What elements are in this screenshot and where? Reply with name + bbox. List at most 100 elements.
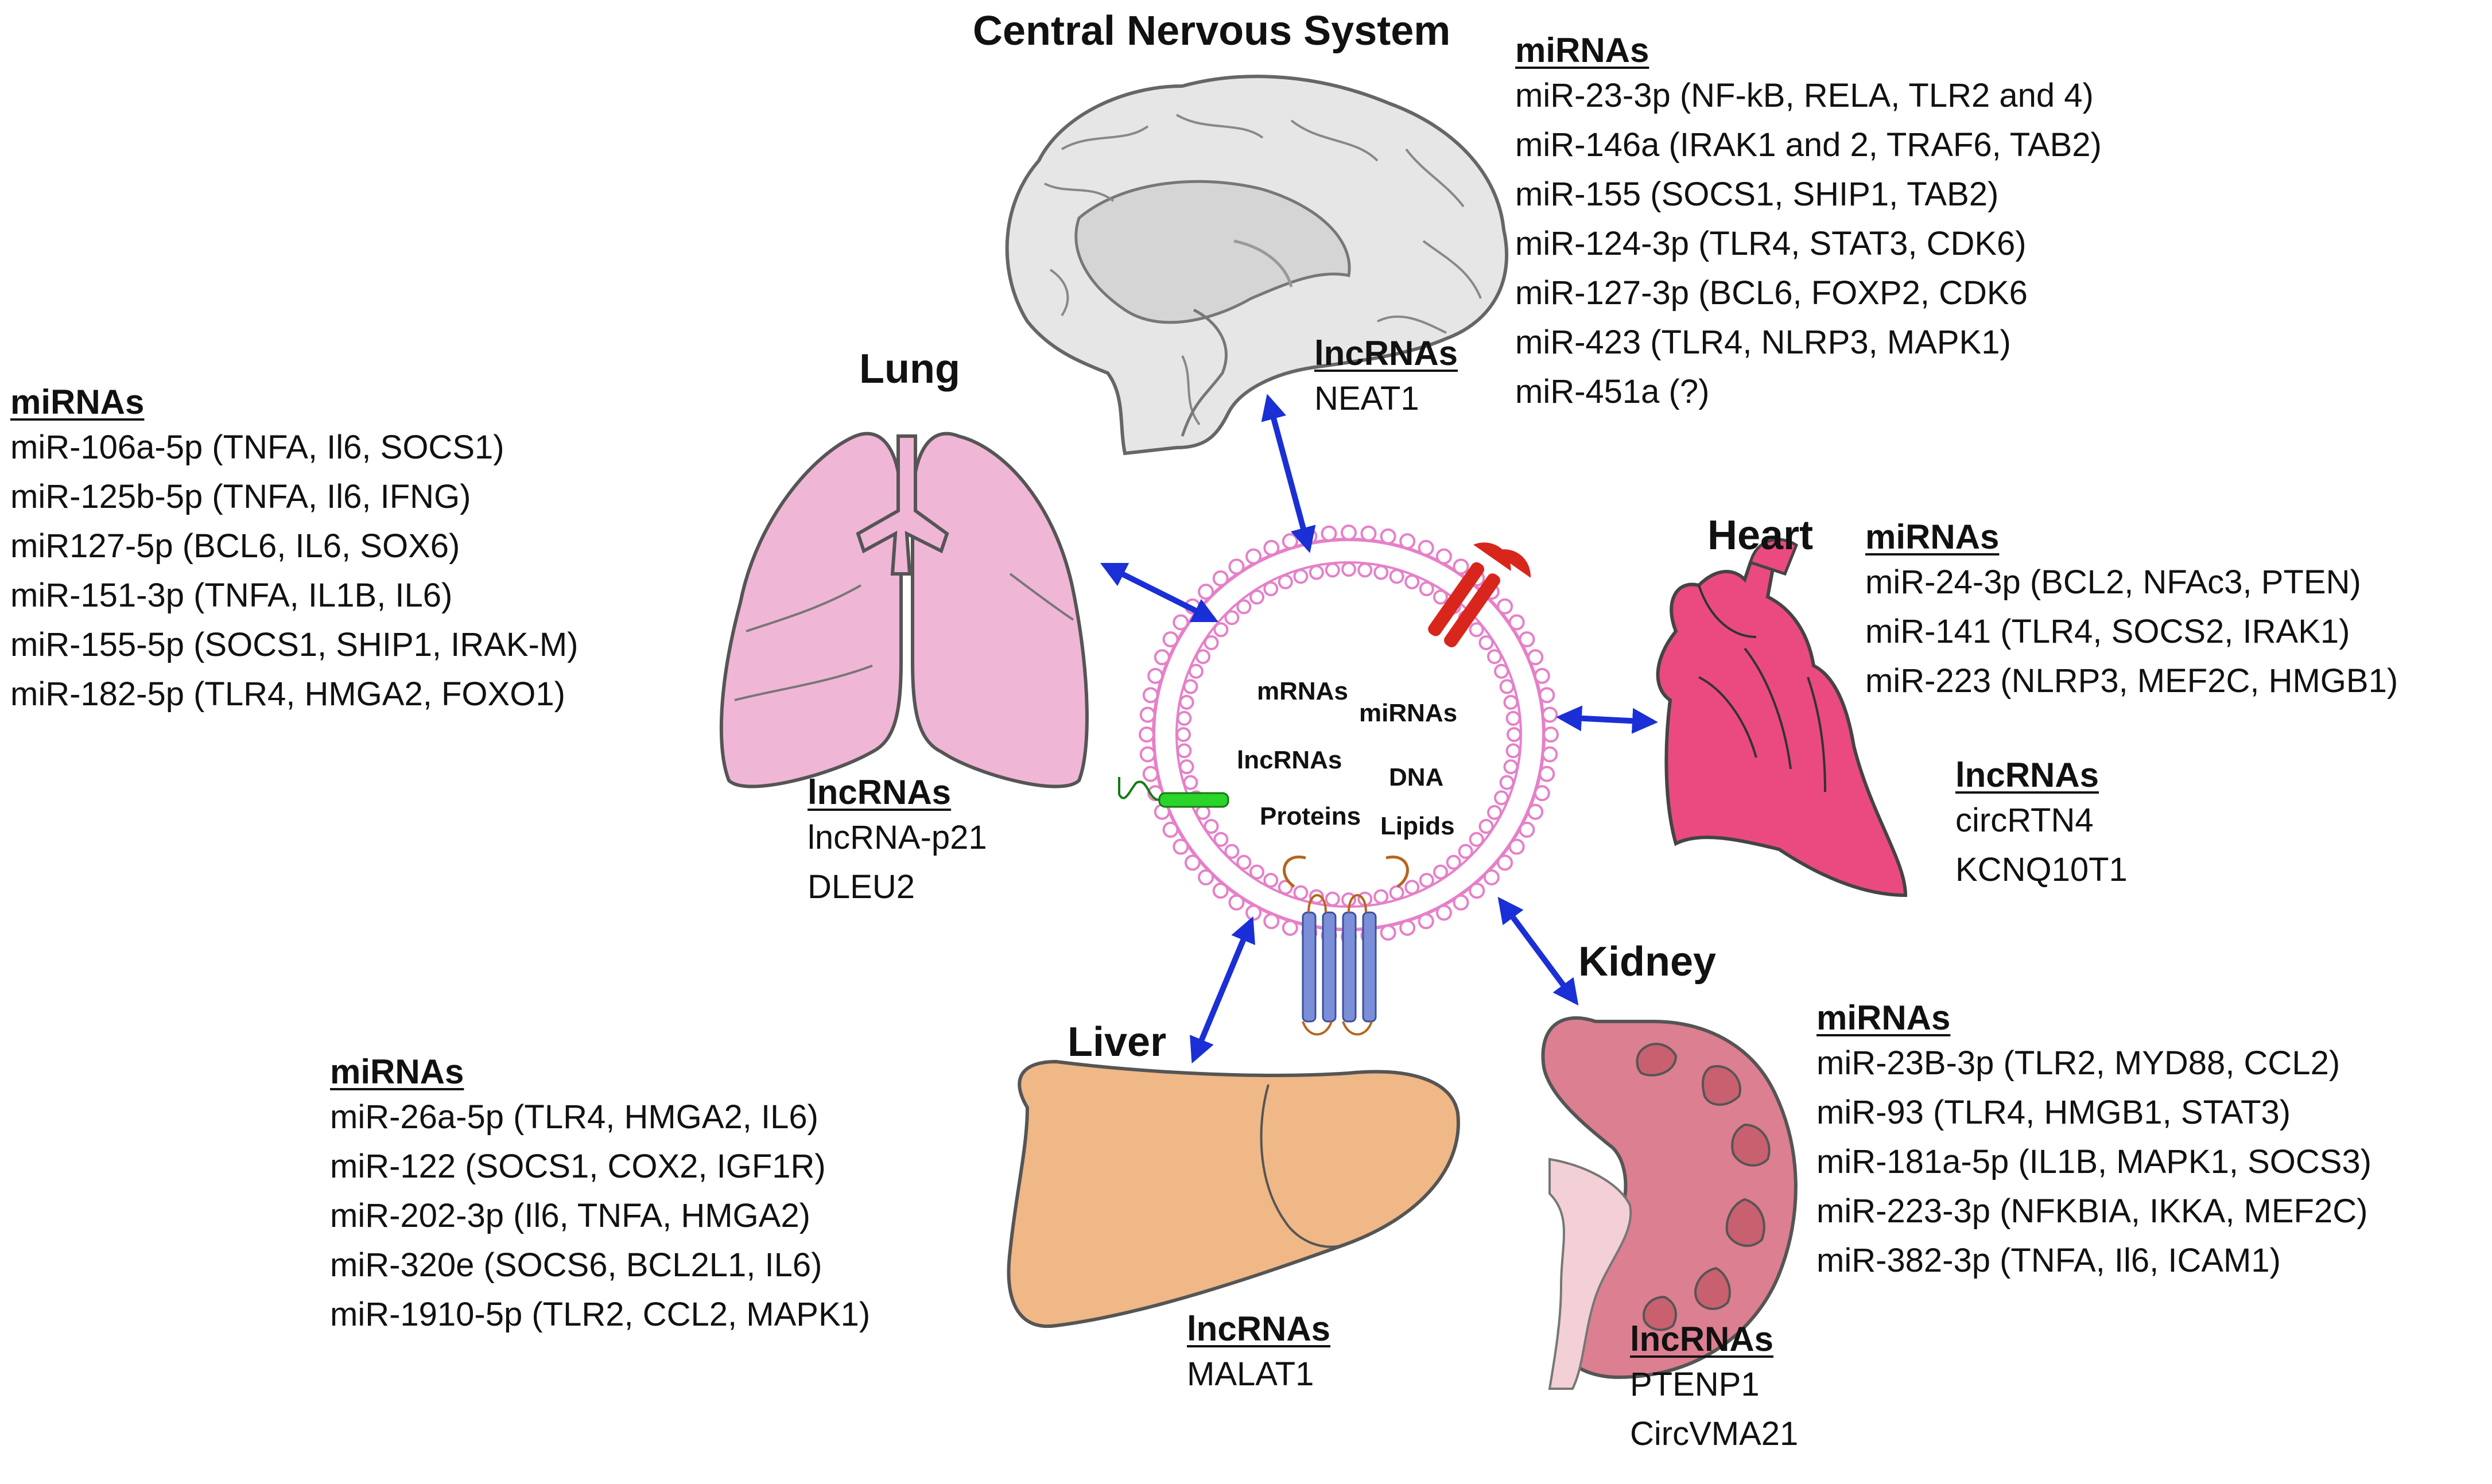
phospholipid-head [1139, 706, 1156, 723]
liver-mirna-item: miR-1910-5p (TLR2, CCL2, MAPK1) [330, 1296, 871, 1333]
phospholipid-head [1508, 838, 1525, 855]
phospholipid-head [1399, 533, 1416, 550]
phospholipid-head [1543, 727, 1559, 743]
phospholipid-head [1183, 775, 1198, 790]
phospholipid-head [1147, 667, 1164, 684]
phospholipid-head [1173, 614, 1189, 631]
heart-lncrnas-block: lncRNAs circRTN4 KCNQ10T1 [1955, 755, 2128, 895]
phospholipid-head [1195, 805, 1211, 820]
cns-mirna-item: miR-124-3p (TLR4, STAT3, CDK6) [1515, 225, 2027, 262]
phospholipid-head [1404, 574, 1420, 589]
phospholipid-head [1360, 525, 1377, 542]
phospholipid-head [1179, 759, 1194, 775]
kidney-lncrna-item: CircVMA21 [1630, 1415, 1799, 1452]
phospholipid-head [1245, 548, 1262, 565]
phospholipid-head [1213, 832, 1229, 847]
lung-mirna-item: miR-151-3p (TNFA, IL1B, IL6) [10, 577, 453, 614]
phospholipid-head [1249, 864, 1264, 880]
phospholipid-head [1507, 727, 1521, 742]
phospholipid-head [1519, 631, 1535, 648]
phospholipid-head [1212, 883, 1229, 899]
heart-mirna-item: miR-141 (TLR4, SOCS2, IRAK1) [1865, 613, 2350, 650]
phospholipid-head [1177, 743, 1192, 759]
liver-mirna-item: miR-202-3p (Il6, TNFA, HMGA2) [330, 1197, 810, 1234]
lung-mirnas-block: miRNAs miR-106a-5p (TNFA, Il6, SOCS1) mi… [10, 382, 578, 719]
lung-lncrnas-block: lncRNAs lncRNA-p21 DLEU2 [808, 772, 987, 912]
heart-illustration [1656, 538, 1908, 898]
lung-illustration [719, 432, 1089, 788]
kidney-lncrnas-block: lncRNAs PTENP1 CircVMA21 [1630, 1319, 1798, 1459]
phospholipid-head [1204, 635, 1219, 650]
phospholipid-head [1435, 904, 1452, 921]
kidney-title: Kidney [1578, 939, 1717, 985]
kidney-mirnas-heading: miRNAs [1816, 999, 1951, 1037]
kidney-mirna-item: miR-223-3p (NFKBIA, IKKA, MEF2C) [1816, 1192, 2368, 1230]
cns-mirna-item: miR-127-3p (BCL6, FOXP2, CDK6 [1515, 274, 2028, 312]
phospholipid-head [1183, 679, 1198, 694]
liver-mirnas-heading: miRNAs [330, 1052, 464, 1091]
phospholipid-head [1224, 844, 1240, 859]
phospholipid-head [1539, 766, 1555, 782]
phospholipid-head [1321, 525, 1337, 542]
phospholipid-head [1373, 565, 1389, 580]
cargo-dna: DNA [1389, 763, 1444, 791]
phospholipid-head [1503, 694, 1519, 710]
phospholipid-head [1195, 649, 1211, 665]
phospholipid-head [1380, 924, 1396, 941]
cns-mirna-item: miR-155 (SOCS1, SHIP1, TAB2) [1515, 176, 1999, 213]
phospholipid-head [1486, 649, 1502, 665]
arrow-cns [1261, 394, 1316, 553]
phospholipid-head [1263, 872, 1279, 888]
phospholipid-head [1469, 622, 1484, 638]
phospholipid-head [1263, 581, 1279, 597]
phospholipid-head [1534, 785, 1550, 802]
lung-mirna-item: miR-106a-5p (TNFA, Il6, SOCS1) [10, 429, 504, 466]
phospholipid-head [1357, 562, 1373, 578]
liver-mirna-item: miR-122 (SOCS1, COX2, IGF1R) [330, 1148, 826, 1185]
cns-mirnas-block: miRNAs miR-23-3p (NF-kB, RELA, TLR2 and … [1515, 30, 2102, 417]
phospholipid-head [1435, 548, 1452, 565]
phospholipid-head [1198, 869, 1214, 885]
phospholipid-head [1389, 885, 1404, 900]
phospholipid-head [1494, 663, 1509, 679]
phospholipid-head [1228, 894, 1245, 911]
heart-lncrnas-heading: lncRNAs [1955, 756, 2099, 794]
phospholipid-head [1497, 598, 1513, 615]
phospholipid-head [1224, 610, 1240, 626]
lung-lncrna-item: DLEU2 [808, 868, 915, 906]
lung-mirna-item: miR-155-5p (SOCS1, SHIP1, IRAK-M) [10, 626, 579, 663]
cargo-proteins: Proteins [1260, 802, 1361, 830]
cns-lncrna-item: NEAT1 [1314, 380, 1419, 417]
phospholipid-head [1433, 864, 1449, 880]
liver-mirna-item: miR-320e (SOCS6, BCL2L1, IL6) [330, 1246, 822, 1284]
phospholipid-head [1154, 649, 1170, 666]
heart-title: Heart [1707, 512, 1814, 558]
phospholipid-head [1176, 727, 1191, 742]
phospholipid-head [1263, 913, 1280, 930]
cns-title: Central Nervous System [973, 8, 1451, 54]
cns-lncrnas-block: lncRNAs NEAT1 [1314, 333, 1458, 424]
kidney-lncrna-item: PTENP1 [1630, 1366, 1760, 1403]
cargo-lipids: Lipids [1380, 812, 1455, 840]
phospholipid-head [1458, 844, 1473, 859]
vesicle-illustration [1118, 525, 1559, 1036]
liver-mirna-item: miR-26a-5p (TLR4, HMGA2, IL6) [330, 1098, 818, 1136]
liver-mirnas-block: miRNAs miR-26a-5p (TLR4, HMGA2, IL6) miR… [330, 1051, 870, 1339]
phospholipid-head [1527, 803, 1544, 820]
phospholipid-head [1478, 819, 1494, 834]
phospholipid-head [1519, 821, 1535, 838]
phospholipid-head [1419, 581, 1434, 597]
phospholipid-head [1389, 569, 1404, 584]
phospholipid-head [1204, 819, 1219, 834]
phospholipid-head [1486, 805, 1502, 820]
phospholipid-head [1527, 649, 1544, 666]
phospholipid-head [1418, 539, 1434, 556]
kidney-mirna-item: miR-181a-5p (IL1B, MAPK1, SOCS3) [1816, 1143, 2372, 1180]
liver-lncrna-item: MALAT1 [1187, 1355, 1314, 1393]
phospholipid-head [1142, 687, 1159, 704]
phospholipid-head [1373, 889, 1389, 904]
phospholipid-head [1469, 832, 1484, 847]
phospholipid-head [1542, 706, 1558, 723]
